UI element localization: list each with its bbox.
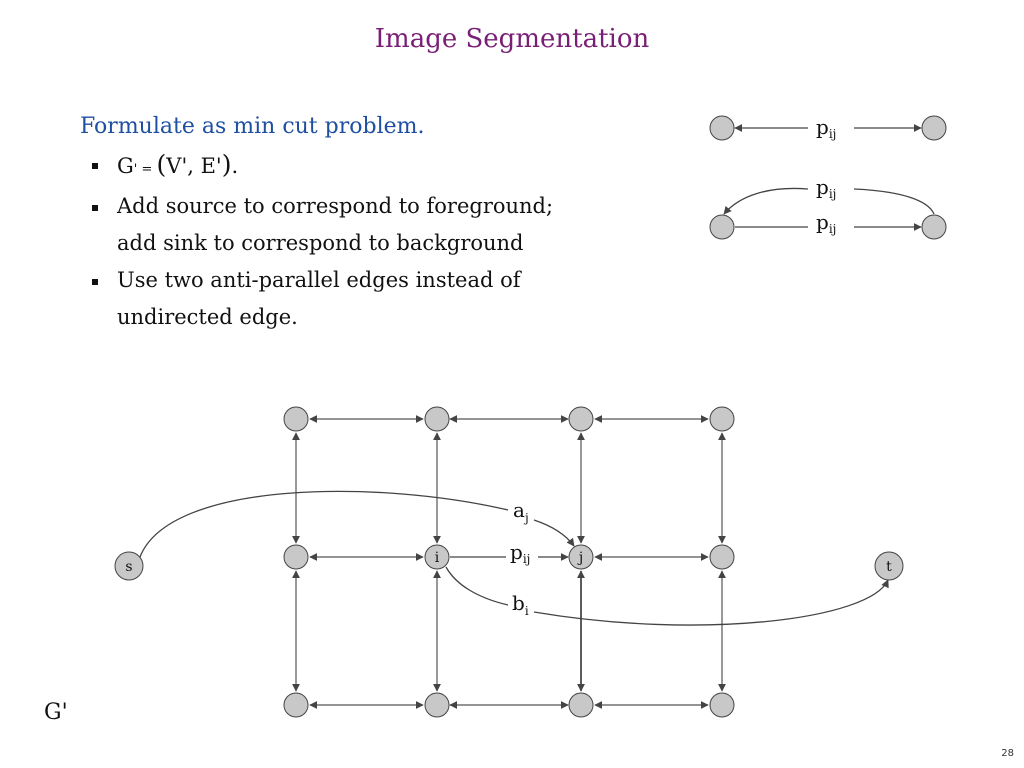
grid-nodes bbox=[283, 406, 735, 718]
node-i-label: i bbox=[435, 550, 440, 566]
legend-label-top: pij bbox=[816, 175, 836, 201]
graph-label: G' bbox=[44, 700, 68, 725]
grid-horizontal-edges bbox=[309, 415, 709, 709]
legend-node bbox=[921, 115, 947, 141]
edge-i-to-sink-tail bbox=[533, 579, 889, 626]
node-i bbox=[424, 544, 450, 570]
grid-node bbox=[709, 544, 735, 570]
heading: Formulate as min cut problem. bbox=[80, 114, 425, 139]
grid-node bbox=[424, 692, 450, 718]
legend-label-sub: ij bbox=[829, 187, 837, 201]
grid-vertical-edges bbox=[292, 432, 726, 692]
grid-node bbox=[283, 544, 309, 570]
grid-node bbox=[568, 692, 594, 718]
legend-node bbox=[709, 214, 735, 240]
grid-node bbox=[283, 692, 309, 718]
legend-label-main: p bbox=[816, 175, 829, 199]
page-number: 28 bbox=[1001, 748, 1014, 759]
legend-label-main: p bbox=[816, 210, 829, 234]
edge-source-to-j bbox=[139, 490, 509, 558]
legend-label-sub: ij bbox=[829, 127, 837, 141]
legend-label-bottom: pij bbox=[816, 210, 836, 236]
node-j bbox=[568, 544, 594, 570]
bullet-prime-equals: ' = bbox=[133, 162, 157, 177]
sink-label: t bbox=[886, 559, 892, 575]
node-j-label: j bbox=[577, 550, 583, 566]
grid-node bbox=[283, 406, 309, 432]
bullet-open-paren: ( bbox=[156, 150, 167, 179]
legend-undirected: pij bbox=[709, 115, 947, 141]
source-node bbox=[114, 551, 144, 581]
bullet-close-paren: ) bbox=[221, 150, 232, 179]
bullet-anti-parallel: Use two anti-parallel edges instead of un… bbox=[92, 262, 572, 336]
legend-node bbox=[709, 115, 735, 141]
grid-node bbox=[424, 406, 450, 432]
edge-label-b: bi bbox=[512, 591, 529, 618]
bullet-anti-parallel-line2: undirected edge. bbox=[117, 305, 298, 329]
legend-label-sub: ij bbox=[829, 222, 837, 236]
legend-curved-edge bbox=[853, 188, 935, 215]
bullet-graph-definition: G' = (V', E'). bbox=[92, 146, 572, 188]
slide-title: Image Segmentation bbox=[374, 24, 650, 54]
grid-node bbox=[568, 406, 594, 432]
grid-node bbox=[709, 406, 735, 432]
legend-label-main: p bbox=[816, 115, 829, 139]
sink-node bbox=[874, 551, 904, 581]
bullet-sink-line: add sink to correspond to background bbox=[117, 231, 524, 255]
legend-curved-edge bbox=[723, 187, 809, 215]
edge-source-to-j-tail bbox=[533, 519, 575, 547]
edge-label-a-main: a bbox=[513, 498, 525, 522]
legend-node bbox=[921, 214, 947, 240]
bullet-anti-parallel-line1: Use two anti-parallel edges instead of bbox=[117, 268, 521, 292]
edge-label-a-sub: j bbox=[523, 511, 529, 525]
bullet-list: G' = (V', E'). Add source to correspond … bbox=[92, 146, 572, 336]
legend-label-undirected: pij bbox=[816, 115, 836, 141]
edge-label-p-sub: ij bbox=[523, 552, 531, 566]
edge-label-p-main: p bbox=[510, 540, 523, 564]
bullet-vertex-edge-set: V', E' bbox=[166, 154, 222, 178]
bullet-g: G bbox=[117, 154, 134, 178]
bullet-source-line: Add source to correspond to foreground; bbox=[117, 194, 554, 218]
bullet-source-sink: Add source to correspond to foreground; a… bbox=[92, 188, 572, 262]
source-label: s bbox=[125, 559, 132, 575]
edge-i-to-sink bbox=[445, 566, 509, 606]
edge-label-b-sub: i bbox=[525, 604, 529, 618]
grid-node bbox=[709, 692, 735, 718]
edge-label-p: pij bbox=[510, 540, 530, 566]
bullet-period: . bbox=[231, 154, 239, 178]
legend-anti-parallel: pij pij bbox=[709, 175, 947, 240]
edge-label-a: aj bbox=[513, 498, 529, 525]
edge-label-b-main: b bbox=[512, 591, 525, 615]
